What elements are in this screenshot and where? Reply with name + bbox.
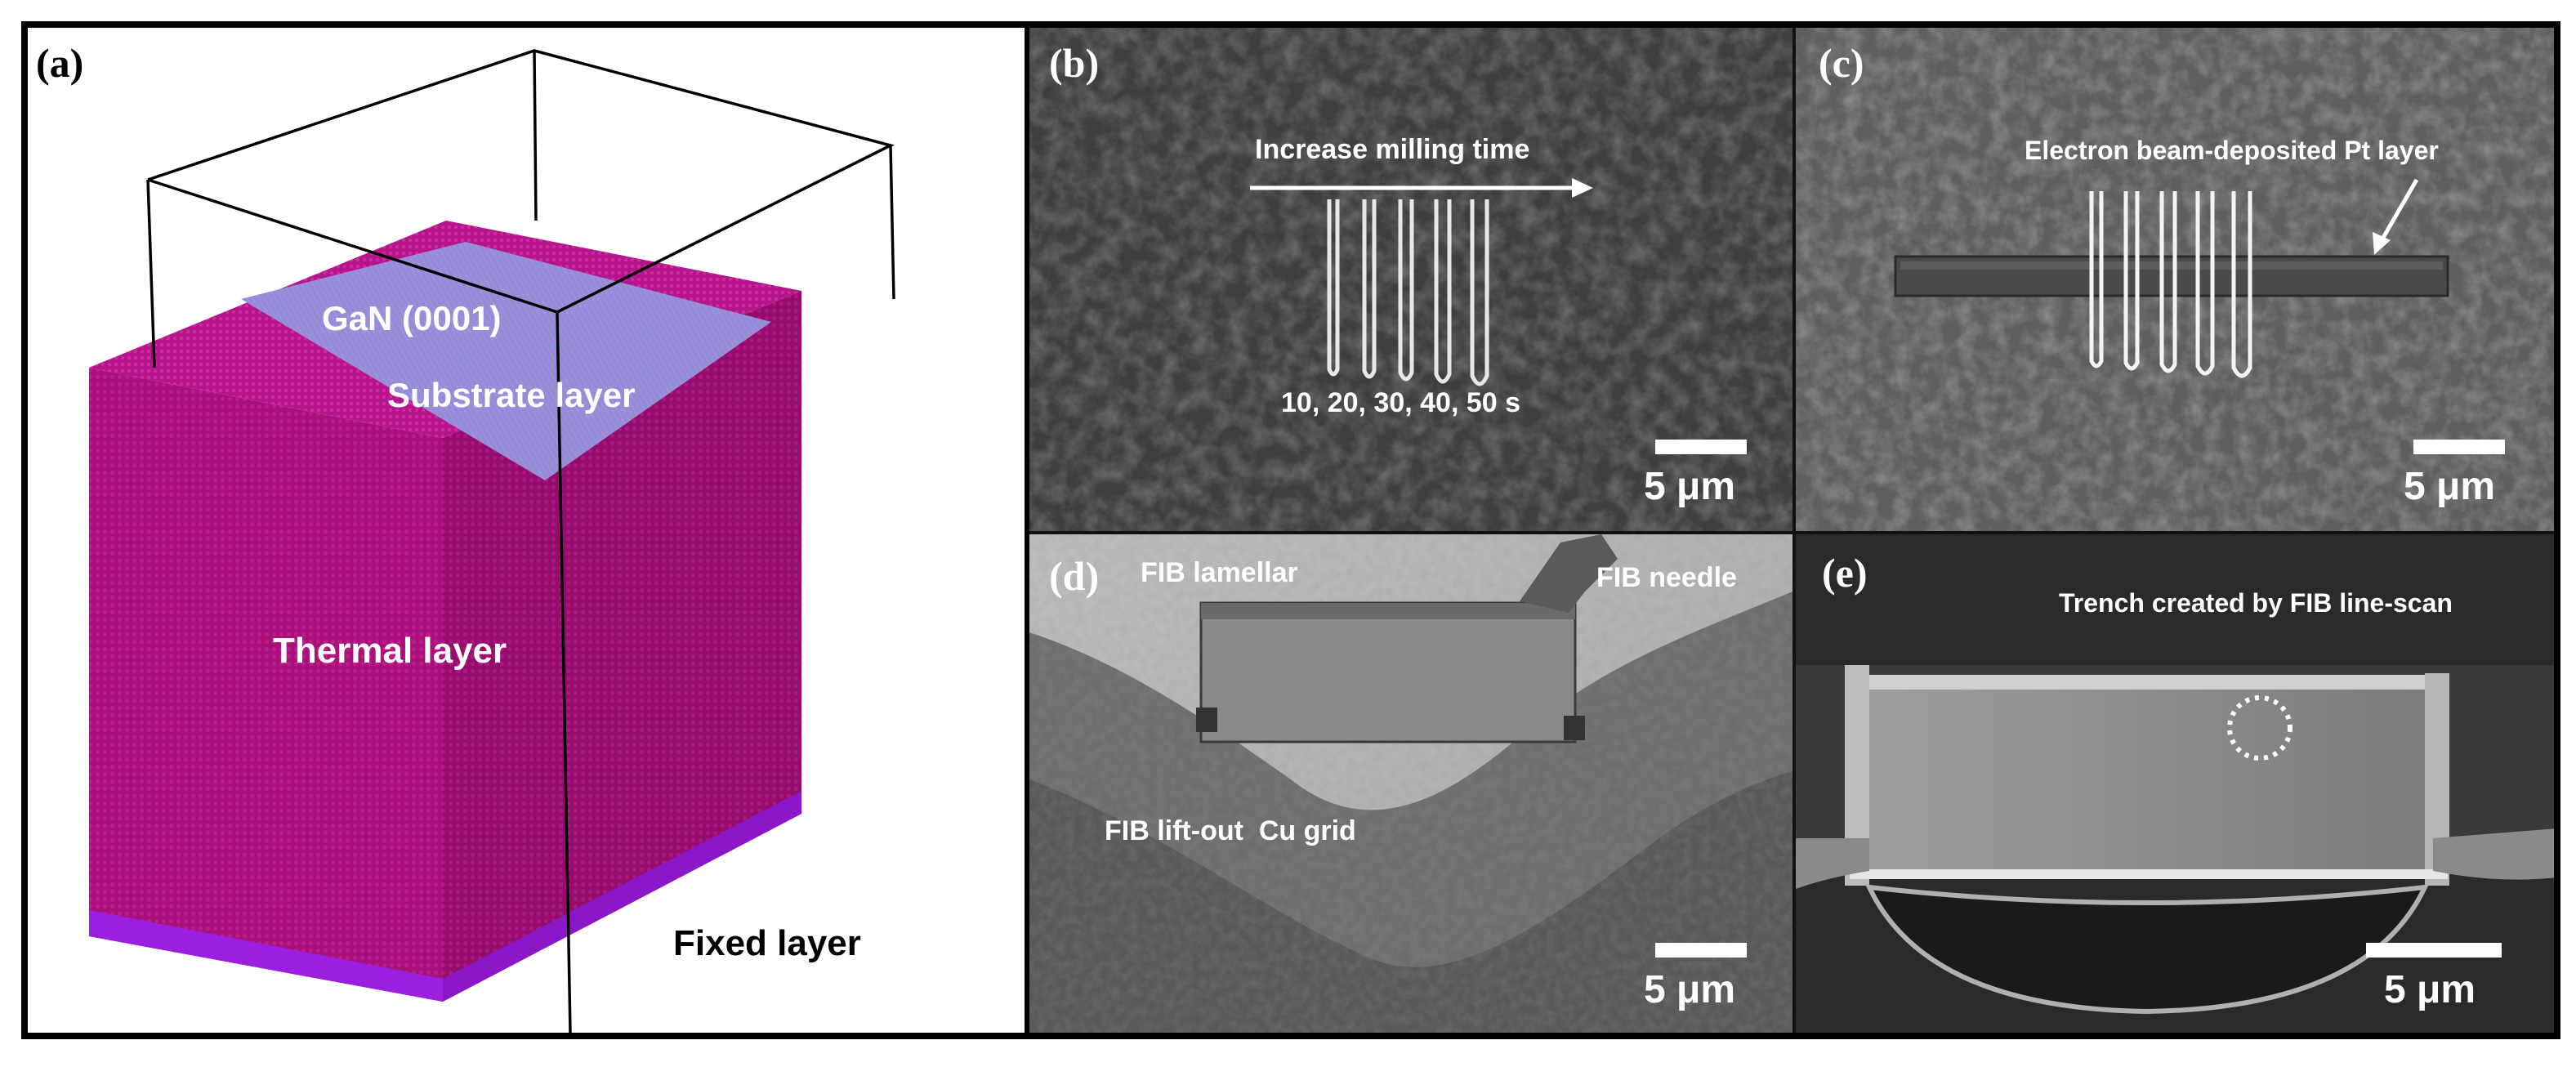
panel-letter-a: (a): [36, 40, 84, 86]
pt-layer-annotation: Electron beam-deposited Pt layer: [2025, 136, 2439, 165]
sem-image-d: [1029, 534, 1792, 1033]
fib-needle-label: FIB needle: [1596, 562, 1737, 593]
trench-20s: [1362, 199, 1377, 379]
fib-lamella: [1199, 601, 1577, 743]
panel-e-sem-trench: (e) Trench created by FIB line-scan 5 μm: [1792, 531, 2554, 1033]
thermal-layer-front-face: [89, 368, 443, 1002]
increase-milling-time-label: Increase milling time: [1255, 134, 1530, 165]
panel-c-sem-pt-layer: (c) Electron beam-deposited Pt layer 5 μ…: [1792, 28, 2554, 531]
fixed-layer-front: [89, 910, 443, 1002]
fib-lamellar-label: FIB lamellar: [1141, 557, 1298, 588]
trench-annotation: Trench created by FIB line-scan: [2059, 588, 2453, 618]
milling-trenches-c: [2089, 191, 2252, 378]
measurement-circle: [2227, 695, 2293, 761]
panel-letter-e: (e): [1822, 550, 1868, 596]
milling-times-label: 10, 20, 30, 40, 50 s: [1281, 387, 1521, 418]
gan-0001-label: GaN (0001): [322, 299, 502, 337]
scale-bar-d: [1655, 943, 1747, 958]
substrate-layer-label: Substrate layer: [387, 376, 636, 414]
scale-label-d: 5 μm: [1644, 968, 1736, 1011]
scale-bar-b: [1655, 440, 1747, 454]
thermal-layer-label: Thermal layer: [273, 631, 507, 671]
panel-d-sem-lift-out: (d) FIB lamellar FIB needle FIB lift-out…: [1029, 531, 1792, 1033]
scale-bar-c: [2413, 440, 2505, 454]
fixed-layer-label: Fixed layer: [673, 923, 861, 963]
milling-trenches: [1327, 199, 1489, 386]
scale-label-b: 5 μm: [1644, 465, 1736, 508]
scale-label-e: 5 μm: [2384, 968, 2476, 1011]
undercut-trench: [1864, 884, 2430, 1015]
scale-label-c: 5 μm: [2404, 465, 2496, 508]
lamella-body: [1853, 680, 2444, 879]
sem-image-e: [1796, 534, 2554, 1033]
panel-a-md-simulation-box: (a) GaN (0001) Substrate layer Thermal l…: [28, 28, 1029, 1033]
fib-lift-out-cu-grid-label: FIB lift-out Cu grid: [1105, 815, 1356, 846]
scale-bar-e: [2366, 943, 2502, 958]
panel-b-sem-milling-lines: (b) Increase milling time 10, 20, 30, 40…: [1029, 28, 1792, 531]
trench-40s: [1434, 199, 1452, 384]
simulation-box-illustration: [89, 49, 895, 1033]
trench-30s: [1398, 199, 1414, 382]
fixed-layer-right: [443, 791, 801, 1002]
simulation-box-wireframe: [146, 49, 895, 1033]
substrate-layer: [241, 242, 771, 480]
figure-border: [21, 21, 2560, 1039]
fib-needle: [1520, 534, 1618, 613]
trench-10s: [1327, 199, 1340, 377]
panel-letter-b: (b): [1049, 40, 1100, 86]
panel-letter-d: (d): [1049, 553, 1100, 599]
trench-50s: [1470, 199, 1489, 386]
panel-letter-c: (c): [1819, 40, 1864, 86]
